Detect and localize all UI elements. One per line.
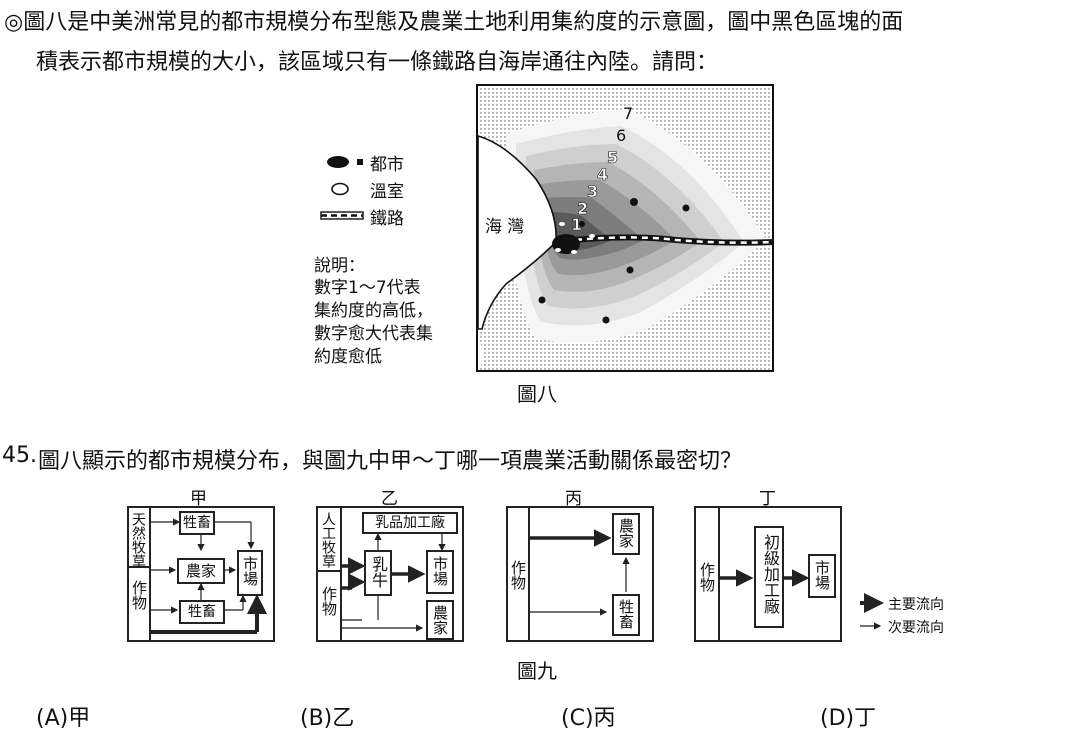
yi-side-bottom: 作物 [320, 586, 338, 616]
flow-legend-arrows [860, 593, 884, 630]
option-b[interactable]: (B)乙 [300, 706, 355, 731]
option-d[interactable]: (D)丁 [820, 706, 877, 731]
note-line-4: 約度愈低 [314, 347, 382, 367]
ding-arrows [720, 569, 810, 587]
jia-arrows [151, 518, 267, 634]
city-dot [626, 266, 634, 274]
note-title: 說明： [314, 256, 365, 276]
city-dot [538, 296, 546, 304]
ring-number-2: 2 [577, 199, 588, 218]
bing-farm-label: 農家 [617, 518, 635, 548]
bing-box-livestock: 牲畜 [612, 594, 640, 636]
ring-number-6: 6 [616, 126, 626, 145]
ring-number-7: 7 [623, 104, 633, 123]
lower-coast [478, 329, 482, 370]
intro-line-1: ◎圖八是中美洲常見的都市規模分布型態及農業土地利用集約度的示意圖，圖中黑色區塊的… [4, 10, 904, 35]
city-dot [682, 204, 690, 212]
ring-number-3: 3 [587, 182, 598, 201]
greenhouse-dot [555, 248, 561, 252]
ding-factory-label: 初級加工廠 [761, 534, 780, 614]
flow-minor-label: 次要流向 [888, 620, 944, 636]
yi-side-top: 人工牧草 [320, 512, 336, 568]
ring-number-1: 1 [571, 215, 582, 234]
greenhouse-dot [559, 222, 565, 226]
figure-8-caption: 圖八 [517, 382, 557, 406]
greenhouse-symbol-icon [331, 182, 349, 196]
city-symbol-icon [327, 156, 363, 168]
jia-box-livestock-1: 牲畜 [179, 511, 215, 535]
greenhouse-dot [589, 234, 595, 238]
jia-side-top: 天然牧草 [130, 512, 146, 568]
diagram-bing: 作物 農家 牲畜 [506, 506, 654, 642]
jia-box-livestock-2: 牲畜 [179, 600, 225, 624]
greenhouse-dot [571, 250, 577, 254]
city-dot [579, 221, 585, 227]
ring-number-5: 5 [607, 148, 618, 167]
bing-box-farm: 農家 [612, 513, 640, 555]
legend-railway-label: 鐵路 [370, 209, 404, 229]
ding-side: 作物 [698, 562, 716, 592]
question-text: 圖八顯示的都市規模分布，與圖九中甲～丁哪一項農業活動關係最密切？ [38, 449, 743, 474]
diagram-yi-title: 乙 [381, 489, 398, 509]
bing-arrows [530, 529, 630, 616]
diagram-jia-title: 甲 [190, 489, 207, 509]
ding-market-label: 市場 [813, 560, 831, 590]
flow-legend: 主要流向 次要流向 [858, 592, 978, 640]
jia-market-label: 市場 [241, 556, 259, 586]
note-line-2: 集約度的高低， [314, 301, 433, 321]
bing-side: 作物 [509, 560, 527, 590]
option-a[interactable]: (A)甲 [36, 706, 91, 731]
diagram-bing-title: 丙 [565, 489, 582, 509]
yi-box-market: 市場 [426, 550, 454, 594]
jia-box-farm: 農家 [177, 558, 225, 584]
diagram-ding: 作物 初級加工廠 市場 [694, 506, 842, 642]
yi-market-label: 市場 [431, 556, 449, 586]
yi-cow-label: 乳牛 [369, 556, 388, 588]
jia-side-bottom: 作物 [130, 580, 148, 610]
legend-greenhouse-label: 溫室 [370, 182, 404, 202]
question-number: 45. [2, 443, 37, 468]
diagram-yi: 人工牧草 作物 乳品加工廠 乳牛 市場 農家 [316, 506, 464, 642]
bay-label: 海 灣 [485, 217, 524, 237]
flow-main-label: 主要流向 [888, 597, 944, 613]
diagram-jia: 天然牧草 作物 牲畜 農家 牲畜 市場 [127, 506, 275, 642]
intensity-map: 海 灣 1 2 3 4 5 6 7 [476, 84, 774, 372]
city-dot [630, 198, 638, 206]
railway-symbol-icon [320, 211, 364, 220]
note-line-3: 數字愈大代表集 [314, 324, 433, 344]
note-line-1: 數字1～7代表 [314, 278, 421, 298]
yi-farm-label: 農家 [431, 605, 449, 635]
bing-livestock-label: 牲畜 [617, 599, 635, 629]
map-legend: 都市 溫室 鐵路 [318, 150, 468, 230]
diagram-ding-title: 丁 [759, 489, 776, 509]
option-c[interactable]: (C)丙 [561, 706, 616, 731]
ding-box-market: 市場 [808, 554, 836, 598]
figure-9-caption: 圖九 [517, 659, 557, 683]
yi-arrows [342, 532, 446, 632]
legend-city-label: 都市 [370, 155, 404, 175]
yi-box-dairy-factory: 乳品加工廠 [362, 512, 458, 534]
intro-line-2: 積表示都市規模的大小，該區域只有一條鐵路自海岸通往內陸。請問： [36, 50, 719, 75]
yi-box-farm: 農家 [426, 600, 454, 640]
ding-box-primary-factory: 初級加工廠 [754, 526, 784, 628]
city-dot [602, 316, 610, 324]
ring-number-4: 4 [597, 165, 608, 184]
yi-box-dairy-cow: 乳牛 [364, 550, 392, 596]
jia-box-market: 市場 [237, 550, 263, 596]
